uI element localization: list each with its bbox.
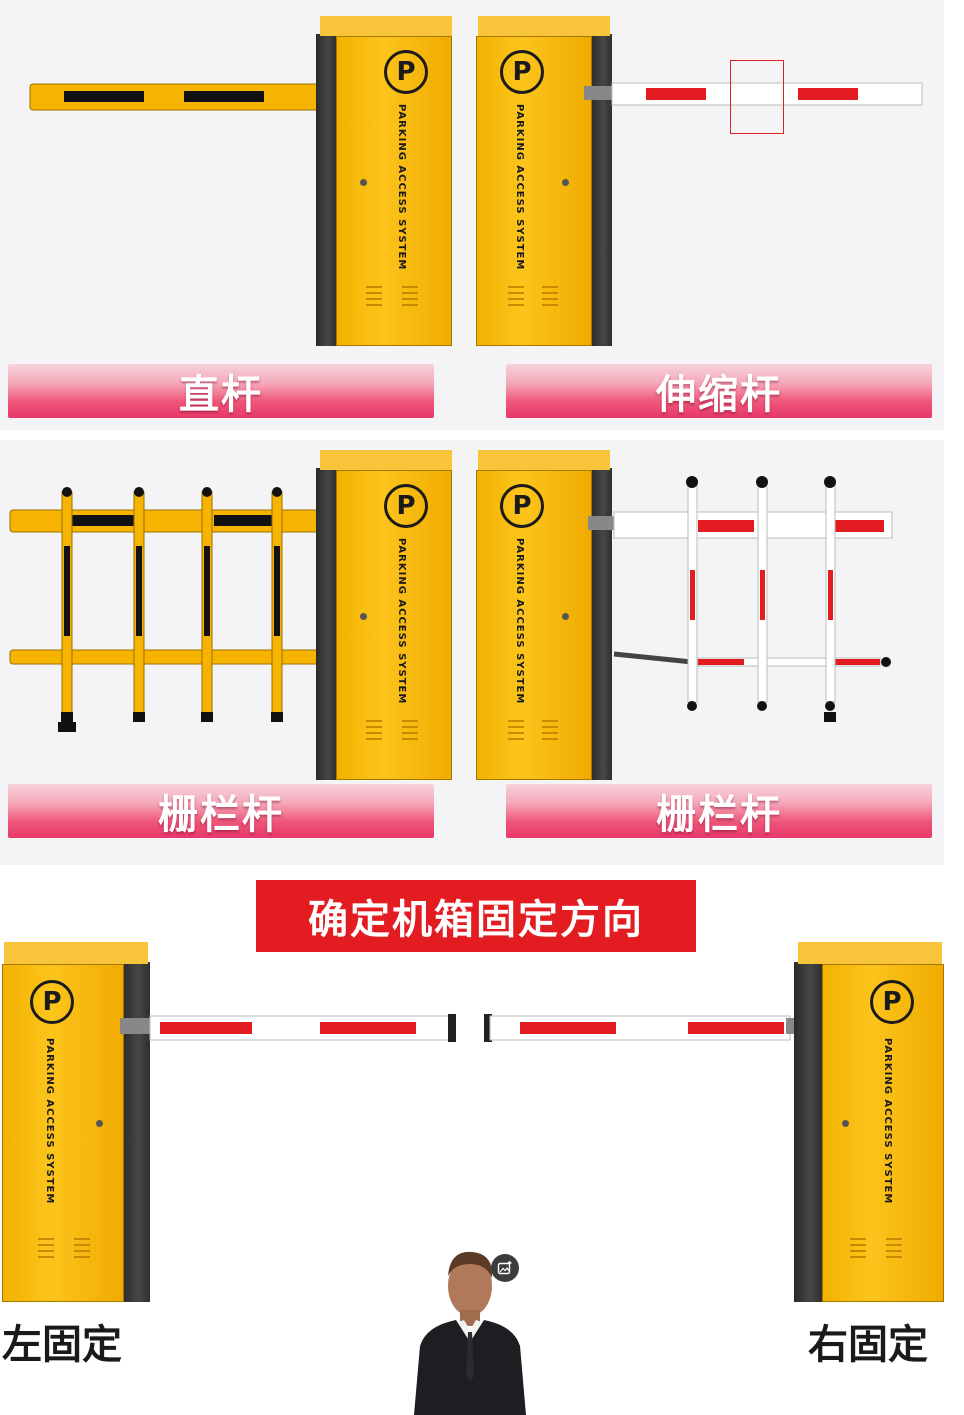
vent-grille bbox=[402, 720, 418, 744]
parking-logo-icon: P bbox=[500, 50, 544, 94]
cabinet-top bbox=[4, 942, 148, 964]
vent-grille bbox=[366, 720, 382, 744]
vent-grille bbox=[542, 720, 558, 744]
cabinet-side-panel bbox=[316, 468, 336, 780]
barrier-cabinet-straight: P PARKING ACCESS SYSTEM bbox=[316, 16, 456, 346]
direction-title-box: 确定机箱固定方向 bbox=[256, 880, 696, 952]
banner-fence-left: 栅栏杆 bbox=[8, 784, 434, 838]
right-fixed-label: 右固定 bbox=[808, 1322, 928, 1368]
barrier-cabinet-left-fixed: P PARKING ACCESS SYSTEM bbox=[2, 942, 152, 1302]
cabinet-top bbox=[478, 16, 610, 36]
vent-grille bbox=[402, 286, 418, 310]
banner-telescopic-label: 伸缩杆 bbox=[656, 372, 782, 418]
keyhole bbox=[96, 1120, 103, 1127]
image-add-icon[interactable] bbox=[491, 1254, 519, 1282]
cabinet-top bbox=[320, 16, 452, 36]
banner-telescopic: 伸缩杆 bbox=[506, 364, 932, 418]
fence-boom-arm-red-white bbox=[588, 476, 893, 722]
cabinet-system-text: PARKING ACCESS SYSTEM bbox=[44, 1038, 55, 1205]
cabinet-system-text: PARKING ACCESS SYSTEM bbox=[882, 1038, 893, 1205]
keyhole bbox=[360, 179, 367, 186]
straight-boom-arm bbox=[29, 83, 327, 111]
cabinet-system-text: PARKING ACCESS SYSTEM bbox=[514, 104, 525, 271]
barrier-cabinet-right-fixed: P PARKING ACCESS SYSTEM bbox=[794, 942, 944, 1302]
cabinet-system-text: PARKING ACCESS SYSTEM bbox=[396, 104, 407, 271]
keyhole bbox=[562, 613, 569, 620]
banner-straight-label: 直杆 bbox=[179, 372, 263, 418]
vent-grille bbox=[508, 720, 524, 744]
cabinet-top bbox=[798, 942, 942, 964]
right-fixed-boom-arm bbox=[484, 1014, 820, 1042]
parking-logo-icon: P bbox=[500, 484, 544, 528]
vent-grille bbox=[74, 1238, 90, 1262]
cabinet-side-panel bbox=[590, 468, 612, 780]
keyhole bbox=[360, 613, 367, 620]
selection-marker bbox=[730, 60, 784, 134]
parking-logo-icon: P bbox=[30, 980, 74, 1024]
left-fixed-boom-arm bbox=[120, 1014, 456, 1042]
person-figure bbox=[414, 1251, 526, 1415]
banner-fence-left-label: 栅栏杆 bbox=[158, 792, 284, 838]
barrier-cabinet-fence-left: P PARKING ACCESS SYSTEM bbox=[316, 450, 456, 780]
cabinet-side-panel bbox=[794, 962, 822, 1302]
vent-grille bbox=[886, 1238, 902, 1262]
barrier-cabinet-telescopic: P PARKING ACCESS SYSTEM bbox=[476, 16, 616, 346]
direction-title: 确定机箱固定方向 bbox=[308, 897, 644, 943]
cabinet-system-text: PARKING ACCESS SYSTEM bbox=[514, 538, 525, 705]
cabinet-side-panel bbox=[590, 34, 612, 346]
keyhole bbox=[562, 179, 569, 186]
vent-grille bbox=[542, 286, 558, 310]
barrier-cabinet-fence-right: P PARKING ACCESS SYSTEM bbox=[476, 450, 616, 780]
vent-grille bbox=[850, 1238, 866, 1262]
banner-fence-right-label: 栅栏杆 bbox=[656, 792, 782, 838]
banner-straight: 直杆 bbox=[8, 364, 434, 418]
telescopic-boom-arm bbox=[584, 82, 923, 106]
fence-boom-arm-yellow bbox=[9, 487, 323, 732]
vent-grille bbox=[366, 286, 382, 310]
parking-logo-icon: P bbox=[384, 50, 428, 94]
banner-fence-right: 栅栏杆 bbox=[506, 784, 932, 838]
left-fixed-label: 左固定 bbox=[2, 1322, 122, 1368]
cabinet-side-panel bbox=[316, 34, 336, 346]
keyhole bbox=[842, 1120, 849, 1127]
cabinet-system-text: PARKING ACCESS SYSTEM bbox=[396, 538, 407, 705]
top-panel-background bbox=[0, 0, 944, 430]
vent-grille bbox=[38, 1238, 54, 1262]
cabinet-top bbox=[478, 450, 610, 470]
vent-grille bbox=[508, 286, 524, 310]
cabinet-top bbox=[320, 450, 452, 470]
parking-logo-icon: P bbox=[384, 484, 428, 528]
parking-logo-icon: P bbox=[870, 980, 914, 1024]
